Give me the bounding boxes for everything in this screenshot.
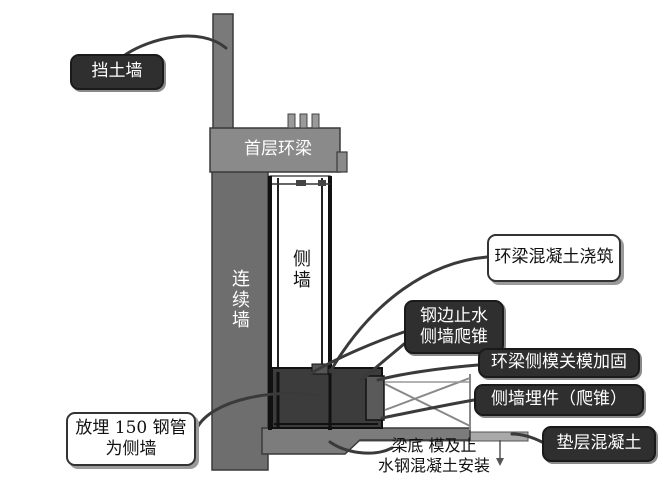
formwork-panel [365,375,385,421]
waterstop-cone-line1: 钢边止水 [420,305,488,326]
waterstop-cone-line2: 侧墙爬锥 [420,327,488,347]
leader-steel-pipe [194,391,322,432]
leader-waterstop [308,330,406,376]
ring-beam-formwork-callout: 环梁侧模关模加固 [478,348,640,378]
tie-block [296,180,306,186]
leader-beam-bottom [328,440,394,455]
steel-pipe-line1: 放埋 150 钢管 [75,417,187,438]
beam-bottom-callout: 梁底 模及止 水钢混凝土安装 [372,432,496,480]
rebar-stub [287,113,296,129]
leader-lines [123,34,544,455]
diaphragm-wall [211,169,269,471]
rebar-stub [299,113,308,129]
side-wall-embedded-callout: 侧墙埋件（爬锥） [474,384,644,416]
ring-beam-label: 首层环梁 [244,139,312,159]
ring-beam [209,127,341,173]
level-arrow [496,458,504,466]
leader-cushion [510,432,544,444]
leader-retaining-wall [123,34,228,57]
retaining-wall-callout: 挡土墙 [70,54,164,90]
cushion-concrete-callout: 垫层混凝土 [542,426,656,462]
steel-pipe-callout: 放埋 150 钢管 为侧墙 [66,412,196,466]
retaining-wall [212,13,234,131]
leader-ring-beam-pour [328,255,489,374]
tie-block [318,180,326,186]
ring-beam-pour-callout: 环梁混凝土浇筑 [487,234,621,282]
beam-bottom-line2: 水钢混凝土安装 [377,456,490,475]
waterstop-cone-callout: 钢边止水 侧墙爬锥 [404,300,504,354]
side-wall-label: 侧墙 [293,249,311,291]
formwork-strut [384,383,471,427]
ring-beam-step [336,151,348,173]
formwork-strut [384,377,471,411]
leader-formwork [376,363,480,382]
diaphragm-wall-label: 连续墙 [232,269,250,332]
beam-bottom-line1: 梁底 模及止 [391,436,477,455]
leader-embedded [380,398,476,420]
leader-cone [358,342,406,384]
rebar-stub [311,113,320,129]
steel-pipe-line2: 为侧墙 [105,439,157,459]
